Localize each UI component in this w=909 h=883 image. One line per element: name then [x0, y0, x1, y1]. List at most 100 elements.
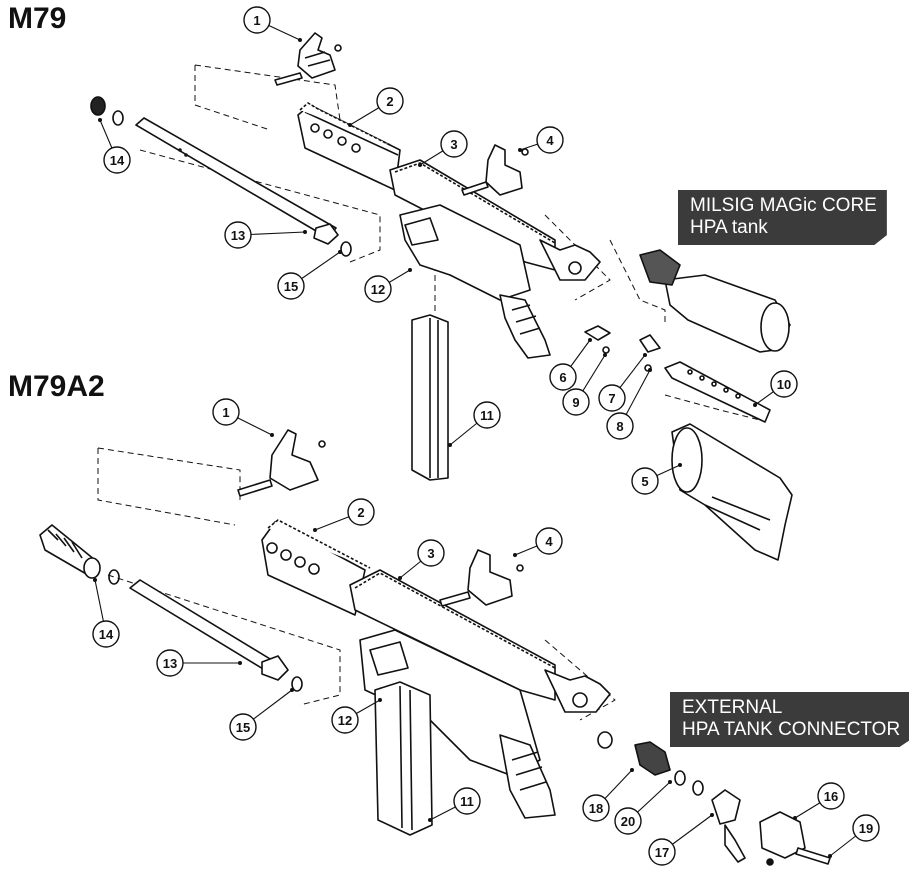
m79-muzzle-cap — [90, 96, 106, 116]
m79-part-label-2: 2 — [348, 87, 404, 127]
m79-part-circle-2 — [376, 87, 404, 115]
m79-leader-arrow-9 — [603, 353, 607, 357]
m79-part-label-12: 12 — [364, 268, 412, 303]
callout-hpa-tank: MILSIG MAGic CORE HPA tank — [678, 190, 887, 245]
m79a2-leader-arrow-17 — [710, 813, 714, 817]
m79-leader-arrow-4 — [518, 148, 522, 152]
m79a2-lower-receiver — [359, 629, 556, 819]
m79-part-number-10: 10 — [777, 377, 791, 392]
m79a2-part-circle-20 — [614, 807, 642, 835]
m79a2-rear-sight — [237, 429, 326, 497]
m79-part-circle-9 — [562, 388, 590, 416]
m79a2-leader-arrow-4 — [513, 553, 517, 557]
m79-part-label-11: 11 — [448, 401, 501, 447]
m79-part-circle-13 — [224, 221, 252, 249]
m79-leader-arrow-8 — [648, 368, 652, 372]
m79-lower-receiver — [399, 204, 551, 359]
m79a2-leader-arrow-3 — [398, 576, 402, 580]
m79a2-leader-arrow-19 — [828, 854, 832, 858]
m79a2-part-circle-3 — [417, 539, 445, 567]
m79-buffer-tube — [664, 361, 771, 423]
m79a2-part-label-3: 3 — [398, 539, 445, 580]
m79-part-label-7: 7 — [598, 353, 647, 412]
m79a2-part-number-13: 13 — [163, 656, 177, 671]
m79a2-part-number-15: 15 — [236, 720, 250, 735]
m79a2-part-circle-2 — [347, 498, 375, 526]
m79a2-part-number-1: 1 — [222, 405, 229, 420]
m79a2-part-circle-14 — [92, 620, 120, 648]
m79a2-part-number-2: 2 — [357, 505, 364, 520]
m79-leader-arrow-12 — [408, 268, 412, 272]
m79-stock — [671, 423, 793, 561]
m79a2-leader-arrow-12 — [378, 698, 382, 702]
m79a2-leader-arrow-13 — [238, 661, 242, 665]
m79a2-part-label-14: 14 — [92, 578, 120, 648]
m79a2-part-label-13: 13 — [156, 649, 242, 677]
m79a2-part-label-12: 12 — [331, 698, 382, 734]
m79a2-front-sight — [439, 549, 524, 607]
m79-part-number-7: 7 — [608, 391, 615, 406]
m79-part-circle-14 — [103, 146, 131, 174]
m79-part-number-8: 8 — [616, 419, 623, 434]
m79-part-circle-1 — [243, 6, 271, 34]
m79-leader-arrow-11 — [448, 443, 452, 447]
m79a2-part-label-20: 20 — [614, 780, 672, 835]
title-m79: M79 — [8, 2, 67, 35]
m79-front-sight — [461, 144, 529, 196]
m79a2-magazine — [374, 681, 433, 836]
m79a2-leader-arrow-16 — [793, 816, 797, 820]
m79a2-part-label-1: 1 — [212, 398, 274, 437]
m79a2-orings — [108, 569, 303, 692]
m79a2-part-circle-4 — [535, 527, 563, 555]
m79-part-label-3: 3 — [418, 130, 468, 167]
m79a2-handguard — [261, 519, 371, 616]
m79-leader-arrow-2 — [348, 123, 352, 127]
m79-handguard — [297, 102, 401, 191]
m79a2-leader-arrow-11 — [428, 818, 432, 822]
m79-part-number-6: 6 — [559, 370, 566, 385]
m79-leader-arrow-13 — [303, 230, 307, 234]
m79a2-part-label-18: 18 — [582, 768, 634, 822]
callout-external-connector-line-2: HPA TANK CONNECTOR — [682, 719, 901, 740]
m79-part-number-14: 14 — [110, 153, 125, 168]
m79a2-part-number-17: 17 — [655, 845, 669, 860]
m79a2-part-number-20: 20 — [621, 814, 635, 829]
callout-external-connector: EXTERNAL HPA TANK CONNECTOR — [670, 692, 909, 747]
m79-part-circle-3 — [440, 130, 468, 158]
m79-part-label-4: 4 — [518, 126, 564, 154]
m79-part-label-10: 10 — [753, 370, 798, 407]
m79-part-circle-10 — [770, 370, 798, 398]
m79a2-part-circle-12 — [331, 706, 359, 734]
m79-part-number-2: 2 — [386, 94, 393, 109]
m79a2-part-number-4: 4 — [545, 534, 553, 549]
m79-part-number-11: 11 — [480, 408, 494, 423]
m79a2-leader-arrow-2 — [313, 528, 317, 532]
m79a2-part-label-19: 19 — [828, 814, 880, 858]
m79-part-number-12: 12 — [371, 282, 385, 297]
m79a2-part-number-11: 11 — [460, 794, 474, 809]
m79-part-number-15: 15 — [284, 279, 298, 294]
m79-part-label-8: 8 — [606, 368, 652, 440]
m79a2-part-label-15: 15 — [229, 688, 294, 741]
m79-part-label-6: 6 — [549, 338, 592, 391]
m79-barrel — [135, 117, 339, 245]
m79a2-leader-arrow-18 — [630, 768, 634, 772]
m79-part-label-14: 14 — [98, 118, 131, 174]
m79a2-part-number-19: 19 — [859, 821, 873, 836]
m79-part-label-15: 15 — [277, 250, 342, 300]
m79-part-circle-6 — [549, 363, 577, 391]
m79a2-part-circle-17 — [648, 838, 676, 866]
m79-leader-arrow-1 — [298, 38, 302, 42]
m79-part-circle-8 — [606, 412, 634, 440]
m79-leader-arrow-6 — [588, 338, 592, 342]
m79-part-number-4: 4 — [546, 133, 554, 148]
m79-small-parts — [584, 325, 661, 372]
m79a2-muzzle-brake — [39, 524, 101, 579]
m79a2-part-number-12: 12 — [338, 713, 352, 728]
m79a2-part-circle-11 — [453, 787, 481, 815]
m79a2-barrel — [129, 579, 289, 681]
m79-hpa-tank — [639, 249, 791, 353]
m79a2-part-number-14: 14 — [99, 627, 114, 642]
